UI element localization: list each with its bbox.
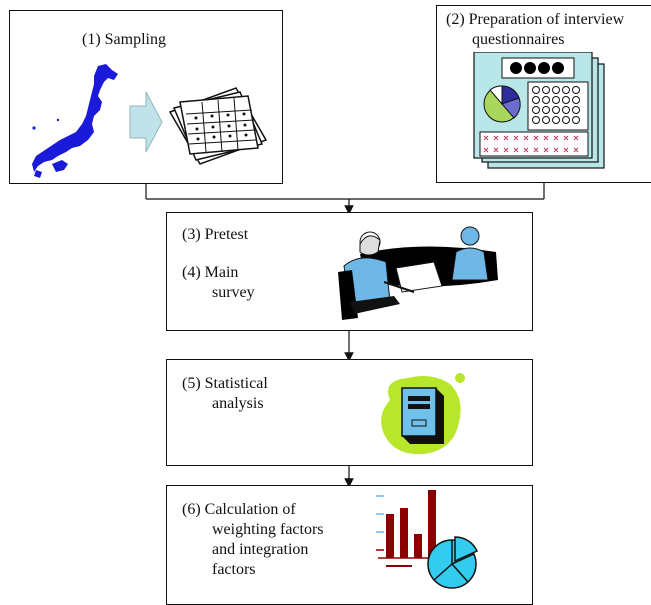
japan-map-icon — [28, 60, 128, 178]
step-questionnaire-label-line1: (2) Preparation of interview — [446, 11, 625, 28]
step-calculation-label-line1: (6) Calculation of — [182, 501, 296, 518]
step-main-survey-label-line2: survey — [212, 284, 255, 301]
sampling-arrow-icon — [129, 91, 163, 153]
step-analysis-label-line2: analysis — [212, 395, 264, 412]
pie-chart-icon — [483, 85, 521, 123]
merge-connector — [145, 182, 545, 200]
step-calculation-label-line3: and integration — [212, 541, 309, 558]
step-calculation-label-line2: weighting factors — [212, 521, 324, 538]
step-pretest-label: (3) Pretest — [182, 226, 249, 243]
step-main-survey-label-line1: (4) Main — [182, 264, 239, 281]
step-calculation-label-line4: factors — [212, 561, 256, 578]
step-analysis-box — [166, 359, 533, 466]
step-sampling-label: (1) Sampling — [82, 31, 166, 48]
questionnaire-sheets-icon — [473, 52, 605, 169]
bar-pie-chart-icon — [376, 490, 478, 589]
survey-sheets-icon — [168, 87, 268, 165]
step-analysis-label-line1: (5) Statistical — [182, 375, 268, 392]
step-questionnaire-label-line2: questionnaires — [472, 31, 565, 48]
interview-people-icon — [338, 226, 498, 320]
computer-tower-icon — [381, 373, 465, 455]
